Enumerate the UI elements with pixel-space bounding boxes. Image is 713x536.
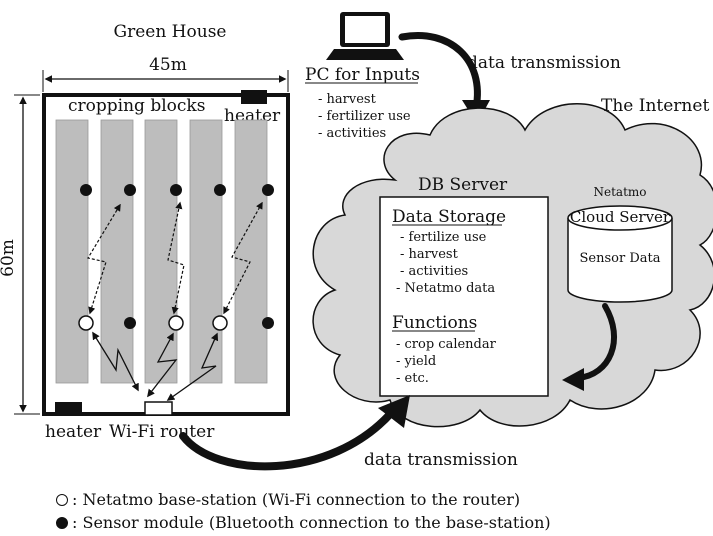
width-label: 45m <box>149 55 187 75</box>
functions-item: - yield <box>396 354 436 369</box>
storage-item: - Netatmo data <box>396 281 495 296</box>
sensor-modules <box>80 184 274 329</box>
wifi-router-label: Wi-Fi router <box>109 422 215 442</box>
cropping-block <box>234 119 268 384</box>
netatmo-label: Netatmo <box>593 185 646 199</box>
storage-item: - activities <box>400 264 468 279</box>
base-station <box>212 315 228 331</box>
data-storage-title: Data Storage <box>392 207 506 227</box>
height-label: 60m <box>0 239 18 277</box>
pc-item: - fertilizer use <box>318 109 411 124</box>
heater-bottom <box>55 402 82 416</box>
base-stations <box>78 315 228 331</box>
internet-label: The Internet <box>601 96 709 116</box>
sensor-module <box>80 184 92 196</box>
filled-circle-icon <box>56 517 68 529</box>
sensor-module <box>262 184 274 196</box>
legend-base-station: : Netatmo base-station (Wi-Fi connection… <box>56 490 520 509</box>
legend-base-station-text: : Netatmo base-station (Wi-Fi connection… <box>72 490 521 509</box>
bottom-transmission-arrow <box>179 408 396 471</box>
height-dimension <box>14 94 40 415</box>
sensor-module <box>124 184 136 196</box>
storage-item: - fertilize use <box>400 230 487 245</box>
sensor-module <box>124 317 136 329</box>
greenhouse-title: Green House <box>114 22 227 42</box>
cropping-block <box>144 119 178 384</box>
legend-sensor-module: : Sensor module (Bluetooth connection to… <box>56 513 551 532</box>
top-transmission-arrow <box>398 32 481 112</box>
cropping-blocks <box>55 119 268 384</box>
cloud-server-cylinder <box>567 205 673 303</box>
sync-arrowhead <box>562 368 584 391</box>
wifi-router <box>144 401 173 416</box>
bottom-transmission-arrowhead <box>378 395 410 428</box>
top-transmission-label: data transmission <box>467 53 621 73</box>
legend-sensor-module-text: : Sensor module (Bluetooth connection to… <box>72 513 551 532</box>
base-station <box>168 315 184 331</box>
cloud-server-label: Cloud Server <box>570 208 671 226</box>
storage-item: - harvest <box>400 247 459 262</box>
cropping-block <box>189 119 223 384</box>
db-server-title: DB Server <box>418 175 508 195</box>
sensor-module <box>262 317 274 329</box>
sensor-module <box>214 184 226 196</box>
width-dimension <box>42 70 289 92</box>
heater-top <box>241 90 267 104</box>
pc-item: - harvest <box>318 92 377 107</box>
sensor-data-label: Sensor Data <box>580 251 661 266</box>
pc-title: PC for Inputs <box>305 65 420 85</box>
functions-item: - etc. <box>396 371 429 386</box>
base-station <box>78 315 94 331</box>
cropping-block <box>55 119 89 384</box>
bluetooth-links <box>87 201 263 315</box>
pc-item: - activities <box>318 126 386 141</box>
functions-item: - crop calendar <box>396 337 497 352</box>
heater-bottom-label: heater <box>45 422 102 442</box>
laptop-icon <box>326 12 404 60</box>
sync-arrow <box>575 303 617 381</box>
sensor-module <box>170 184 182 196</box>
open-circle-icon <box>56 494 68 506</box>
db-server-box <box>379 196 549 397</box>
functions-title: Functions <box>392 313 477 333</box>
cropping-block <box>100 119 134 384</box>
cropping-blocks-label: cropping blocks <box>68 96 205 116</box>
bottom-transmission-label: data transmission <box>364 450 518 470</box>
wifi-links <box>92 331 219 401</box>
